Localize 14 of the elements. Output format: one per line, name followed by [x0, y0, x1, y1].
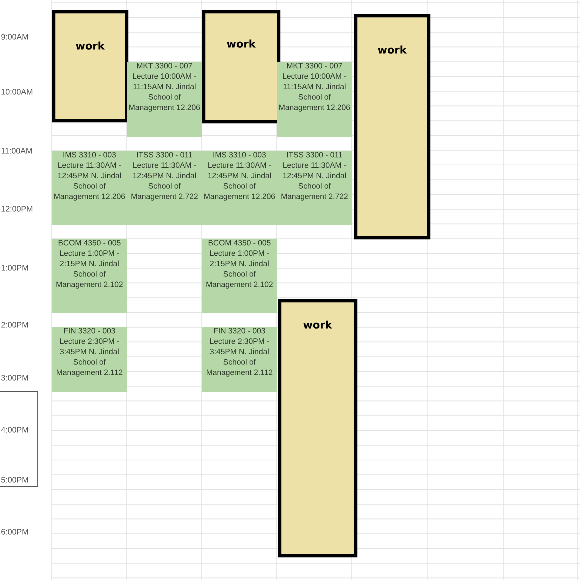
time-label: 9:00AM: [2, 34, 28, 40]
work-block: work: [354, 14, 431, 240]
time-label: 1:00PM: [2, 265, 28, 271]
work-block: work: [278, 299, 358, 558]
time-label: 5:00PM: [2, 477, 28, 483]
work-block: work: [52, 10, 129, 123]
time-label: 6:00PM: [2, 529, 28, 535]
time-label: 4:00PM: [1, 427, 28, 433]
time-label: 12:00PM: [2, 206, 33, 212]
time-label: 3:00PM: [2, 375, 28, 381]
work-block: work: [202, 10, 281, 124]
time-label: 10:00AM: [2, 89, 33, 95]
time-label: 11:00AM: [2, 148, 32, 154]
time-label: 2:00PM: [2, 322, 28, 328]
